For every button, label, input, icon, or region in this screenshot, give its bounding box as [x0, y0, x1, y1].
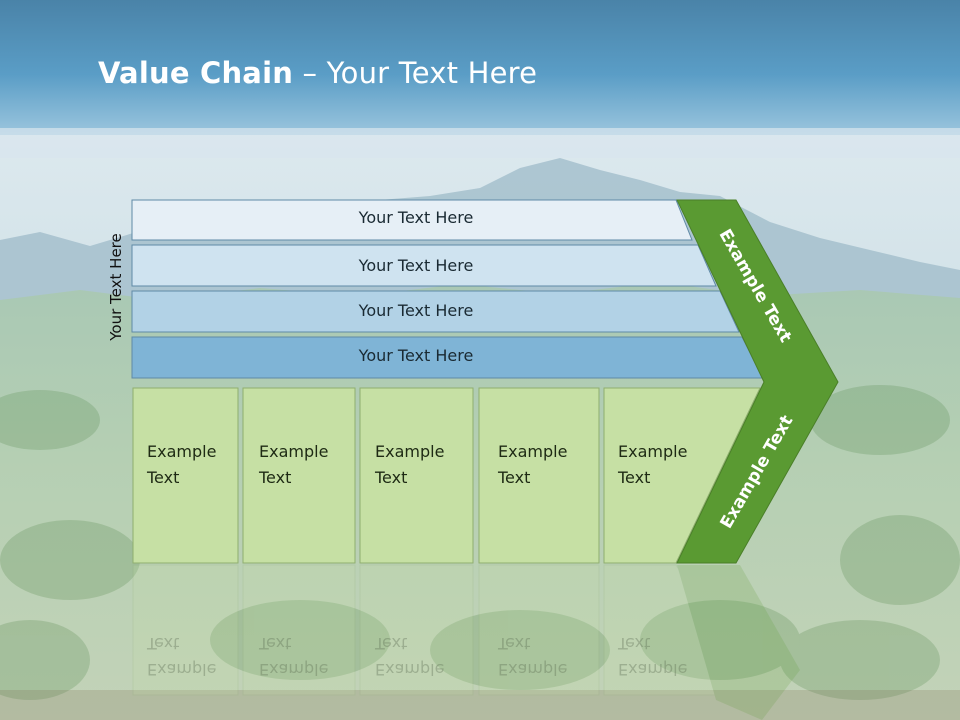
- cell-4-reflection-line2: Text: [498, 634, 531, 653]
- bar-3-label: Your Text Here: [358, 301, 474, 320]
- cell-3-reflection-line1: Example: [375, 660, 445, 679]
- arrow-chevron: [676, 199, 839, 564]
- cell-1-shape: [132, 387, 239, 564]
- cell-5-shape: [603, 387, 761, 564]
- cell-5-reflection-line1: Example: [618, 660, 688, 679]
- bar-1-shape: [131, 199, 693, 241]
- cell-1-reflection: Example Text: [147, 630, 247, 682]
- cell-4-reflection-line1: Example: [498, 660, 568, 679]
- cell-2-reflection: Example Text: [259, 630, 359, 682]
- title-bold: Value Chain: [98, 56, 294, 90]
- cell-4-line2: Text: [498, 468, 531, 487]
- cell-1-line2: Text: [147, 468, 180, 487]
- cell-2-reflection-line1: Example: [259, 660, 329, 679]
- cell-5-reflection: Example Text: [618, 630, 718, 682]
- bar-3-shape: [131, 290, 740, 333]
- cell-3-reflection-line2: Text: [375, 634, 408, 653]
- cell-2-reflection-line2: Text: [259, 634, 292, 653]
- bar-1-label: Your Text Here: [358, 208, 474, 227]
- cell-4-reflection: Example Text: [498, 630, 598, 682]
- reflection: [132, 564, 800, 720]
- bar-2-label: Your Text Here: [358, 256, 474, 275]
- cell-1-reflection-line1: Example: [147, 660, 217, 679]
- cell-4-line1: Example: [498, 442, 568, 461]
- cell-3-line1: Example: [375, 442, 445, 461]
- cell-2-line2: Text: [259, 468, 292, 487]
- slide-title: Value Chain – Your Text Here: [98, 56, 537, 90]
- cell-3-reflection: Example Text: [375, 630, 475, 682]
- cell-4-shape: [478, 387, 600, 564]
- cell-1-reflection-line2: Text: [147, 634, 180, 653]
- bar-4-label: Your Text Here: [358, 346, 474, 365]
- cell-5-reflection-line2: Text: [618, 634, 651, 653]
- cell-3-shape: [359, 387, 474, 564]
- title-rest: – Your Text Here: [293, 56, 538, 90]
- bar-2-shape: [131, 244, 717, 287]
- cell-3-line2: Text: [375, 468, 408, 487]
- cell-5-line2: Text: [618, 468, 651, 487]
- cell-5-line1: Example: [618, 442, 688, 461]
- cell-2-shape: [242, 387, 356, 564]
- cell-2-line1: Example: [259, 442, 329, 461]
- cell-1-line1: Example: [147, 442, 217, 461]
